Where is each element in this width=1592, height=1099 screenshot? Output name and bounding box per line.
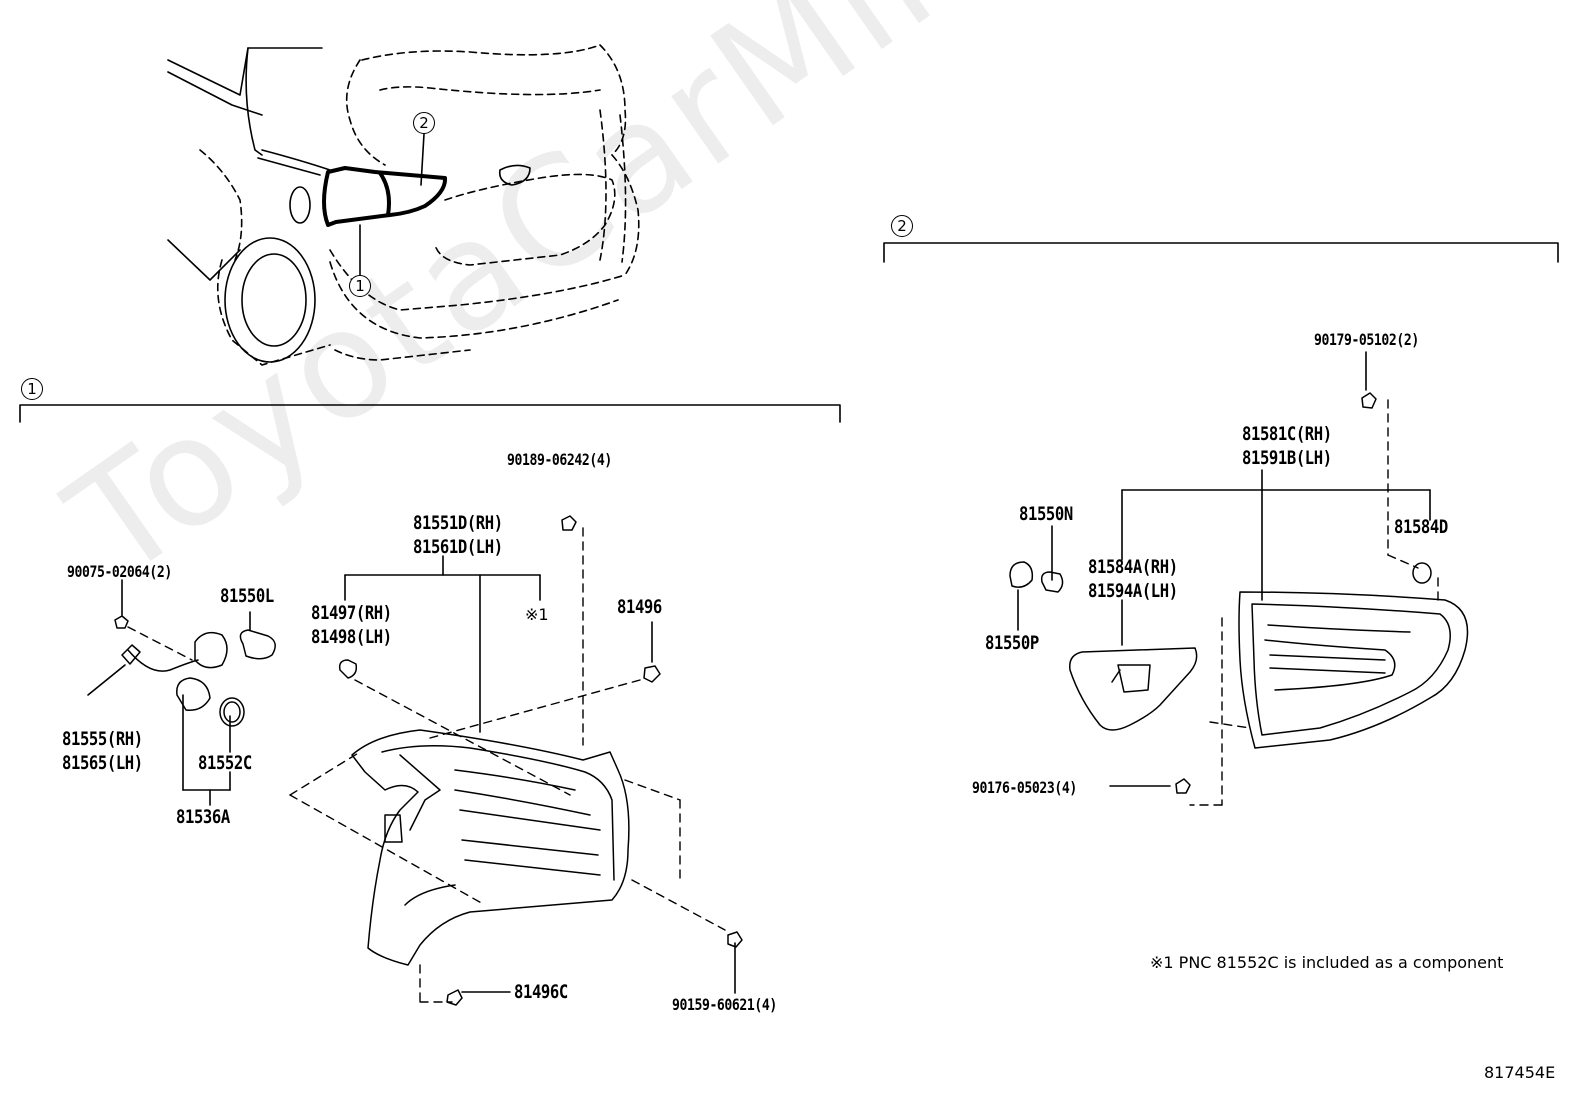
label-81550l: 81550L [220,585,274,607]
section1-leader-lines [87,555,736,994]
vehicle-rear-illustration [167,44,640,366]
callout-1-vehicle: 1 [349,275,371,297]
label-81555: 81555(RH) [62,728,143,750]
section-2-bracket [883,242,1559,263]
section2-dashed-guides [1189,399,1439,806]
callout-2-section: 2 [891,215,913,237]
section-1-bracket [19,404,841,423]
label-90075-02064: 90075-02064(2) [67,562,172,581]
label-81550p: 81550P [985,632,1039,654]
label-90189-06242: 90189-06242(4) [507,450,612,469]
callout-2-vehicle: 2 [413,112,435,134]
label-81550n: 81550N [1019,503,1073,525]
label-81565: 81565(LH) [62,752,143,774]
leader-callout-2 [420,133,425,186]
label-90159-60621: 90159-60621(4) [672,995,777,1014]
label-90179-05102: 90179-05102(2) [1314,330,1419,349]
tail-lamp-highlight [322,166,448,227]
section2-components [1009,392,1469,794]
label-81536a: 81536A [176,806,230,828]
section1-components [114,515,743,1006]
section2-leader-lines [1017,351,1431,787]
footnote: ※1 PNC 81552C is included as a component [1150,953,1504,972]
callout-1-section: 1 [21,378,43,400]
label-90176-05023: 90176-05023(4) [972,778,1077,797]
label-81594a: 81594A(LH) [1088,580,1178,602]
label-81584d: 81584D [1394,516,1448,538]
label-81591b: 81591B(LH) [1242,447,1332,469]
label-81584a: 81584A(RH) [1088,556,1178,578]
label-81496c: 81496C [514,981,568,1003]
label-81551d: 81551D(RH) [413,512,503,534]
illustration-id: 817454E [1484,1063,1556,1082]
label-81552c: 81552C [198,752,252,774]
label-81498: 81498(LH) [311,626,392,648]
label-mark-1: ※1 [525,605,549,624]
label-81496: 81496 [617,596,662,618]
label-81581c: 81581C(RH) [1242,423,1332,445]
label-81497: 81497(RH) [311,602,392,624]
section1-dashed-guides [127,527,726,1003]
label-81561d: 81561D(LH) [413,536,503,558]
